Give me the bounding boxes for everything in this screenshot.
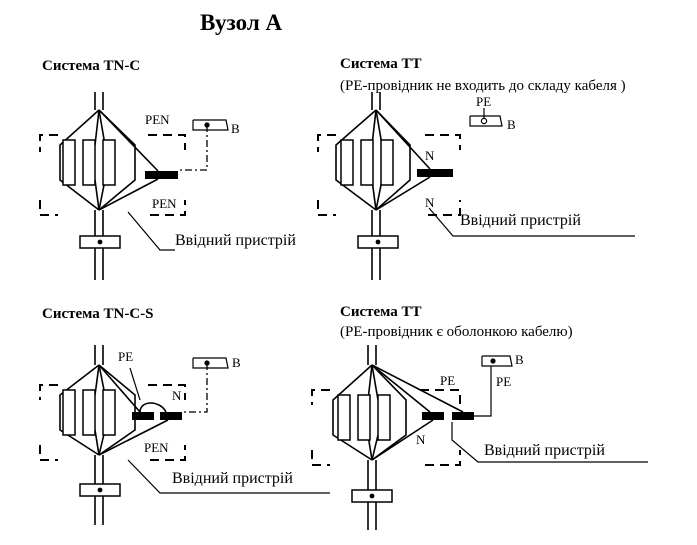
fuse: [82, 139, 96, 186]
label-input-device: Ввідний пристрій: [484, 442, 605, 459]
label-input-device: Ввідний пристрій: [175, 232, 296, 249]
fuse: [82, 389, 96, 436]
earth-connection: [182, 363, 208, 413]
fuse: [357, 394, 371, 441]
label-pen-bottom: PEN: [152, 196, 177, 211]
panel-2-system-title: Система ТТ: [340, 56, 422, 72]
label-input-device: Ввідний пристрій: [172, 470, 293, 487]
label-pen-top: PEN: [145, 112, 170, 127]
fuse: [102, 389, 116, 436]
fan-lines: [59, 109, 100, 211]
label-b: B: [231, 121, 240, 136]
device-leader-line: [127, 459, 330, 494]
device-leader-line: [127, 211, 175, 251]
enclosure-corner: [39, 384, 58, 400]
label-b: B: [515, 352, 524, 367]
fan-lines: [335, 109, 377, 211]
b-terminal-box: [481, 355, 513, 367]
fuse: [102, 139, 116, 186]
fuse: [377, 394, 391, 441]
label-n-bottom: N: [425, 195, 435, 210]
n-terminal-bar: [417, 169, 453, 177]
pen-terminal-bar: [145, 171, 178, 179]
b-terminal-box: [192, 357, 229, 369]
panel-4-note: (PE-провідник є оболонкою кабелю): [340, 324, 573, 340]
enclosure-corner: [317, 134, 336, 152]
pen-split-jumper: [139, 402, 167, 413]
fuse: [337, 394, 351, 441]
label-n: N: [172, 388, 182, 403]
pe-terminal-bar: [132, 412, 154, 420]
label-pe-1: PE: [440, 373, 455, 388]
panel-4-system-title: Система ТТ: [340, 304, 422, 320]
fuse: [340, 139, 354, 186]
pe-terminal-bar: [452, 412, 474, 420]
label-input-device: Ввідний пристрій: [460, 212, 581, 229]
label-n: N: [416, 432, 426, 447]
device-leader-line: [451, 422, 648, 463]
label-b: B: [232, 355, 241, 370]
fuse: [360, 139, 374, 186]
panel-3-system-title: Система TN-C-S: [42, 306, 154, 322]
label-pe-2: PE: [496, 374, 511, 389]
panel-tt-sheath: Система ТТ (PE-провідник є оболонкою каб…: [311, 304, 648, 530]
panel-1-system-title: Система TN-C: [42, 58, 140, 74]
label-n-top: N: [425, 148, 435, 163]
panel-tn-c-s: Система TN-C-S PE N PEN B Ввідний п: [39, 306, 330, 525]
n-terminal-bar: [422, 412, 444, 420]
fan-lines: [332, 364, 373, 461]
fan-lines: [59, 364, 100, 456]
enclosure-corner: [39, 134, 58, 152]
n-terminal-bar: [160, 412, 182, 420]
b-terminal-box: [469, 115, 503, 127]
b-terminal-box: [192, 119, 229, 131]
panel-tn-c: Система TN-C PEN PEN B: [39, 58, 296, 280]
panel-2-note: (PE-провідник не входить до складу кабел…: [340, 78, 626, 94]
fuse: [62, 139, 76, 186]
label-pen: PEN: [144, 440, 169, 455]
fuse: [380, 139, 394, 186]
label-b: B: [507, 117, 516, 132]
earth-connection: [180, 125, 208, 171]
device-leader-line: [428, 207, 635, 237]
panel-tt-separate: Система ТТ (PE-провідник не входить до с…: [317, 56, 635, 280]
label-pe: PE: [118, 349, 133, 364]
label-pe: PE: [476, 94, 491, 109]
pe-earth-connection: [474, 366, 492, 417]
diagram-title: Вузол А: [200, 10, 282, 35]
enclosure-corner: [311, 389, 330, 405]
fuse: [62, 389, 76, 436]
